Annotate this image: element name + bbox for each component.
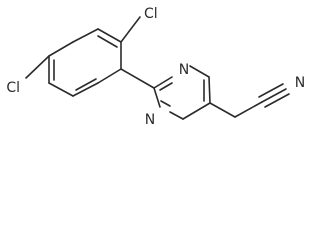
- bond-pyr-c4-c5: [208, 76, 211, 104]
- bond-ring1-c1-c2: [97, 28, 122, 43]
- atom-cl-top: Cl: [144, 6, 158, 22]
- bond-c-cl-left: [25, 55, 50, 79]
- bond-ring1-inner-3: [75, 78, 97, 91]
- bond-nitrile-2: [258, 83, 284, 98]
- bond-ring1-c5-c6: [48, 82, 74, 97]
- bond-c-cl-top: [120, 16, 141, 43]
- bond-pyr-c6-n1: [169, 111, 184, 120]
- bond-nitrile-3: [264, 93, 290, 108]
- bond-pyr-inner-1: [159, 82, 173, 91]
- pyrimidine-ring: [153, 65, 211, 120]
- dichlorophenyl-ring: [48, 28, 122, 97]
- atom-n-lower: N: [145, 112, 155, 128]
- bond-pyr-inner-3: [160, 100, 171, 107]
- bond-ring1-c2-c3: [72, 28, 99, 43]
- chemical-structure: Cl Cl N N N: [6, 6, 305, 128]
- bond-nitrile-1: [261, 88, 287, 103]
- atom-cl-left: Cl: [6, 80, 20, 96]
- atom-n-upper: N: [179, 62, 189, 78]
- bond-aryl-pyrimidine: [120, 68, 155, 89]
- bond-pyr-c5-c6: [182, 102, 211, 120]
- bond-pyr-c2-n3: [153, 76, 173, 89]
- bond-ch2-c: [234, 101, 263, 118]
- bond-pyr-n1-c2: [153, 87, 161, 108]
- bond-ring1-inner-1: [97, 35, 118, 48]
- bond-ring1-c3-c4: [48, 41, 74, 57]
- bond-ring1-c7-c1: [97, 68, 122, 84]
- bond-ring1-c6-c7: [72, 82, 99, 97]
- atom-n-nitrile: N: [295, 75, 305, 91]
- bond-ring-ch2: [209, 102, 236, 118]
- bond-pyr-n3-c4: [189, 65, 210, 78]
